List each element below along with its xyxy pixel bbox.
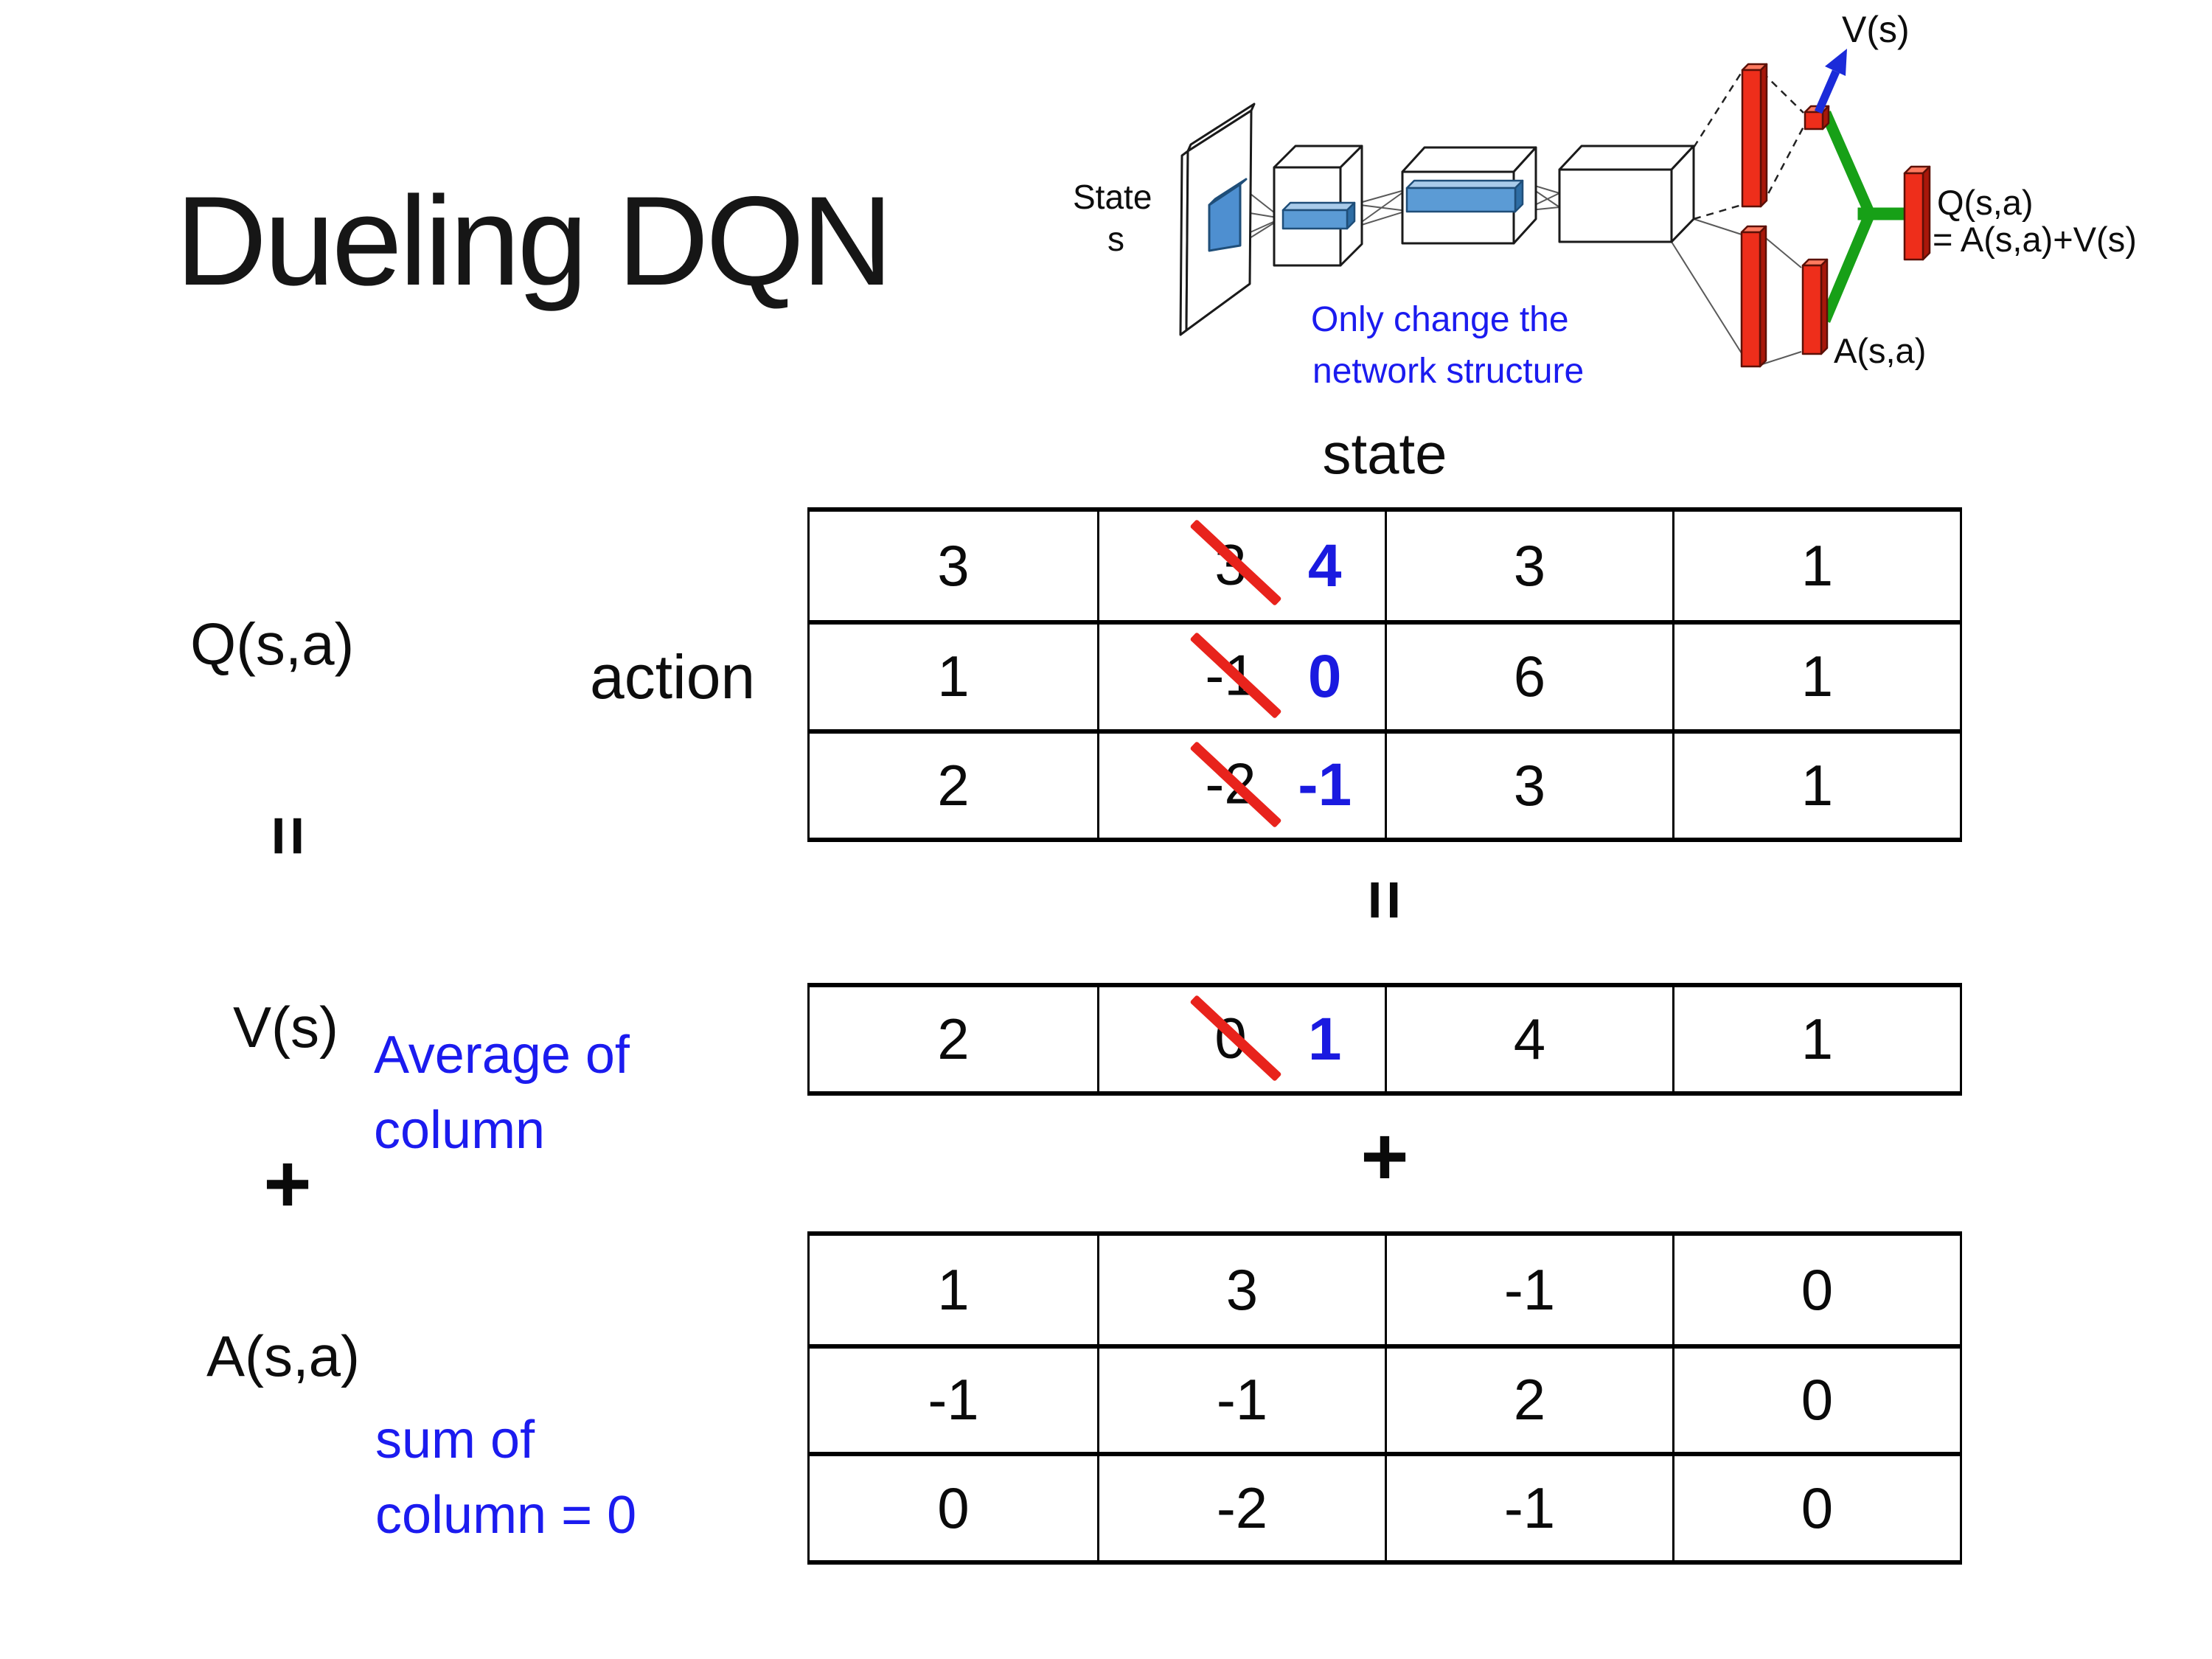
a-cell-r0c0: 1: [937, 1256, 970, 1322]
conv-box-3: [1558, 145, 1695, 243]
input-patch: [1208, 178, 1248, 252]
merge-green-y: [1820, 111, 1913, 323]
dashed-connection-lines: [1692, 72, 1805, 220]
a-cell-r2c0: 0: [810, 1452, 1097, 1560]
a-function-label: A(s,a): [206, 1324, 361, 1388]
diagram-q-output-line1: Q(s,a): [1937, 183, 2034, 222]
v-table: 2 0 1 4 1: [807, 983, 1962, 1096]
slide-title: Dueling DQN: [175, 170, 893, 312]
v-cell-c2: 4: [1385, 987, 1672, 1091]
a-cell-r2c1: -2: [1097, 1452, 1385, 1560]
q-cell-r2c0: 2: [810, 728, 1097, 838]
fc-bar-top: [1741, 63, 1768, 208]
feature-bar-2: [1405, 179, 1524, 213]
equals-sign-center: =: [1346, 879, 1425, 920]
plus-sign-center: +: [1360, 1110, 1409, 1203]
q-cell-r1c3: 1: [1672, 620, 1960, 729]
diagram-state-s-label: s: [1107, 220, 1124, 258]
equals-sign-left: =: [249, 815, 328, 856]
a-note-line1: sum of: [375, 1411, 535, 1470]
q-cell-r1c2: 6: [1385, 620, 1672, 729]
a-cell-r2c2: -1: [1385, 1452, 1672, 1560]
diagram-state-label: State: [1073, 178, 1152, 216]
plus-sign-left: +: [263, 1137, 312, 1230]
state-header: state: [1322, 420, 1447, 486]
diagram-note-line1: Only change the: [1311, 300, 1569, 339]
diagram-note-line2: network structure: [1312, 352, 1584, 391]
connection-lines: [1208, 181, 1802, 366]
q-cell-r0c1: 3 4: [1097, 512, 1385, 621]
a-cell-r1c1: -1: [1097, 1343, 1385, 1453]
a-note-line2: column = 0: [375, 1486, 637, 1545]
feature-bar-1: [1281, 201, 1356, 230]
q-cell-r1c1: -1 0: [1097, 620, 1385, 729]
a-cell-r0c2: -1: [1385, 1236, 1672, 1344]
diagram-v-output-label: V(s): [1842, 9, 1910, 50]
q-function-label: Q(s,a): [190, 611, 355, 677]
a-cell-r0c1: 3: [1097, 1236, 1385, 1344]
network-diagram: State s Only change the network structur…: [1073, 9, 2137, 391]
q-cell-r2c1: -2 -1: [1097, 728, 1385, 838]
v-note-line2: column: [374, 1101, 546, 1160]
v-function-label: V(s): [233, 995, 338, 1060]
q-cell-r2c2: 3: [1385, 728, 1672, 838]
q-cell-r0c2: 3: [1385, 512, 1672, 621]
fc-bar-bottom: [1740, 225, 1767, 368]
action-axis-label: action: [590, 642, 756, 712]
v-cell-c0: 2: [937, 1006, 970, 1071]
v-arrow-icon: [1814, 49, 1847, 114]
a-node: [1801, 258, 1829, 355]
a-cell-r1c2: 2: [1385, 1343, 1672, 1453]
q-cell-r0c0: 3: [937, 533, 970, 599]
q-cell-r0c3: 1: [1672, 512, 1960, 621]
input-frame: [1179, 102, 1256, 336]
a-table: 1 3 -1 0 -1 -1 2 0 0 -2 -1 0: [807, 1231, 1962, 1565]
diagram-a-output-label: A(s,a): [1834, 331, 1926, 370]
a-cell-r0c3: 0: [1672, 1236, 1960, 1344]
q-table: 3 3 4 3 1 1 -1 0 6 1 2 -2 -1 3 1: [807, 507, 1962, 842]
q-node: [1903, 165, 1931, 261]
a-cell-r1c3: 0: [1672, 1343, 1960, 1453]
q-cell-r2c3: 1: [1672, 728, 1960, 838]
q-cell-r1c0: 1: [810, 620, 1097, 728]
a-cell-r1c0: -1: [810, 1343, 1097, 1453]
v-cell-c1: 0 1: [1097, 987, 1385, 1091]
a-cell-r2c3: 0: [1672, 1452, 1960, 1560]
v-note-line1: Average of: [374, 1026, 630, 1085]
diagram-q-output-line2: = A(s,a)+V(s): [1933, 220, 2137, 259]
v-cell-c3: 1: [1672, 987, 1960, 1091]
